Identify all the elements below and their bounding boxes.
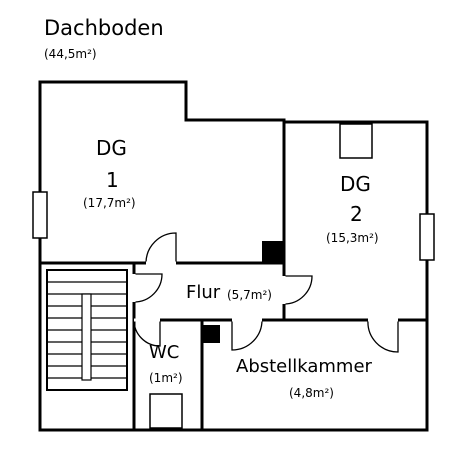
room-dg2-name-line1: DG bbox=[340, 172, 371, 196]
room-dg2-area: (15,3m²) bbox=[326, 231, 379, 245]
plan-total-area: (44,5m²) bbox=[44, 47, 97, 61]
window-dg2-right bbox=[419, 213, 435, 261]
room-wc-area: (1m²) bbox=[149, 371, 183, 385]
door-wc bbox=[133, 319, 161, 347]
door-dg1 bbox=[145, 232, 177, 264]
room-dg1-area: (17,7m²) bbox=[83, 196, 136, 210]
door-stairs bbox=[133, 273, 163, 303]
chimney-dg1 bbox=[262, 241, 284, 263]
room-flur-area: (5,7m²) bbox=[227, 288, 272, 302]
plan-title: Dachboden bbox=[44, 16, 164, 40]
door-dg2 bbox=[283, 275, 313, 305]
room-dg1-name-line2: 1 bbox=[106, 168, 119, 192]
room-abstellkammer-area: (4,8m²) bbox=[289, 386, 334, 400]
stair-handrail bbox=[81, 293, 92, 381]
skylight-wc bbox=[149, 393, 183, 429]
room-flur-name: Flur bbox=[186, 282, 221, 303]
door-abstell-left bbox=[231, 319, 263, 351]
room-dg1-name-line1: DG bbox=[96, 136, 127, 160]
room-abstellkammer-name: Abstellkammer bbox=[236, 356, 372, 377]
door-abstell-right bbox=[367, 319, 399, 353]
room-wc-name: WC bbox=[149, 342, 180, 363]
room-dg2-name-line2: 2 bbox=[350, 202, 363, 226]
window-dg1-left bbox=[32, 191, 48, 239]
skylight-dg2 bbox=[339, 123, 373, 159]
chimney-flur bbox=[202, 325, 220, 343]
